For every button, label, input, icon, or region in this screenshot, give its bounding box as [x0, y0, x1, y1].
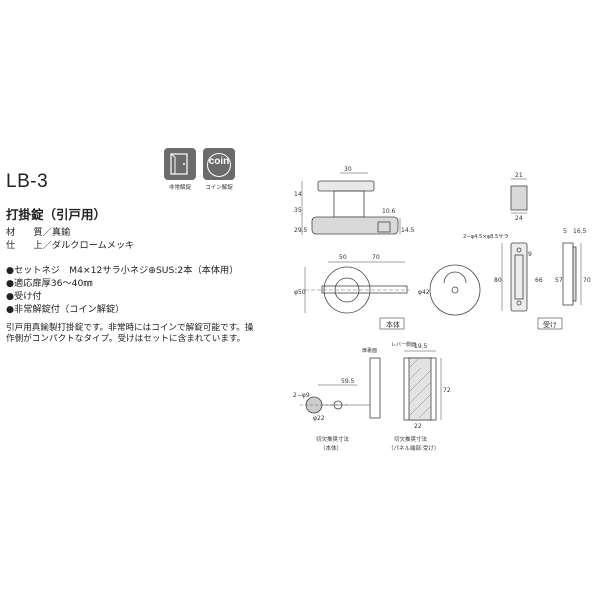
dim-label: 70	[583, 277, 591, 284]
coin-label: coin	[208, 156, 230, 167]
dim-label: 5	[563, 228, 567, 235]
dim-label: 9	[528, 251, 532, 258]
body-view-label: 本体	[386, 320, 400, 329]
model-number: LB-3	[6, 171, 49, 192]
spec-bullet: ●適応扉厚36～40㎜	[6, 278, 93, 289]
material-label: 材 質	[6, 227, 43, 238]
dim-label: 10.6	[382, 208, 396, 215]
finish-value: ／ダルクロームメッキ	[42, 240, 135, 251]
material-value: ／真鍮	[42, 227, 71, 238]
spec-bullet: ●非常解錠付（コイン解錠）	[6, 304, 125, 315]
dim-label: 2−φ9	[293, 392, 310, 399]
spec-bullet: ●受け付	[6, 291, 42, 302]
door-icon	[170, 153, 188, 175]
dim-label: φ22	[313, 415, 325, 422]
product-name: 打掛錠（引戸用）	[6, 207, 107, 222]
dim-label: 35	[294, 207, 302, 214]
cut-body-caption: （本体）	[320, 444, 342, 452]
cut-receiver-caption: （パネル端部:受け）	[388, 444, 439, 452]
spec-material: 材 質／真鍮	[6, 227, 70, 239]
dim-label: 24	[515, 215, 523, 222]
emergency-unlock-badge	[164, 148, 196, 180]
dim-label: 29.5	[294, 227, 308, 234]
dim-label: φ50	[294, 289, 306, 296]
dim-label: φ42	[418, 289, 430, 296]
receiver-view-label: 受け	[543, 320, 557, 329]
spec-finish: 仕 上／ダルクロームメッキ	[6, 240, 134, 252]
dim-label: 21	[515, 172, 523, 179]
dim-label: 30	[344, 166, 352, 173]
dim-label: 14	[294, 191, 302, 198]
dim-label: 扉裏面	[362, 347, 377, 354]
coin-unlock-badge: coin	[203, 148, 235, 180]
emergency-unlock-caption: 非常解錠	[168, 185, 191, 191]
dim-label: 16.5	[573, 228, 587, 235]
spec-bullet: ●セットネジ M4×12サラ小ネジ⊕SUS:2本（本体用）	[6, 265, 239, 276]
dim-label: 66	[535, 277, 543, 284]
dim-label: 19.5	[414, 343, 428, 350]
coin-icon	[207, 153, 231, 177]
product-description: 引戸用真鍮製打掛錠です。非常時にはコインで解錠可能です。操作側がコンパクトなタイ…	[6, 323, 254, 345]
dim-label: レバー側面	[391, 341, 416, 348]
cut-body-caption: 切欠推奨寸法	[316, 435, 350, 443]
dim-label: 70	[372, 254, 380, 261]
dim-label: 50	[339, 254, 347, 261]
dim-label: 2−φ4.5×φ8.5サラ	[463, 233, 509, 240]
dim-label: 59.5	[341, 378, 355, 385]
coin-unlock-caption: コイン解錠	[205, 185, 233, 191]
dim-label: 14.5	[401, 227, 415, 234]
dim-label: 80	[494, 277, 502, 284]
finish-label: 仕 上	[6, 240, 43, 251]
cut-receiver-caption: 切欠推奨寸法	[394, 435, 428, 443]
dim-label: 72	[443, 387, 451, 394]
dim-label: 22	[414, 423, 422, 430]
dim-label: 57	[555, 277, 563, 284]
